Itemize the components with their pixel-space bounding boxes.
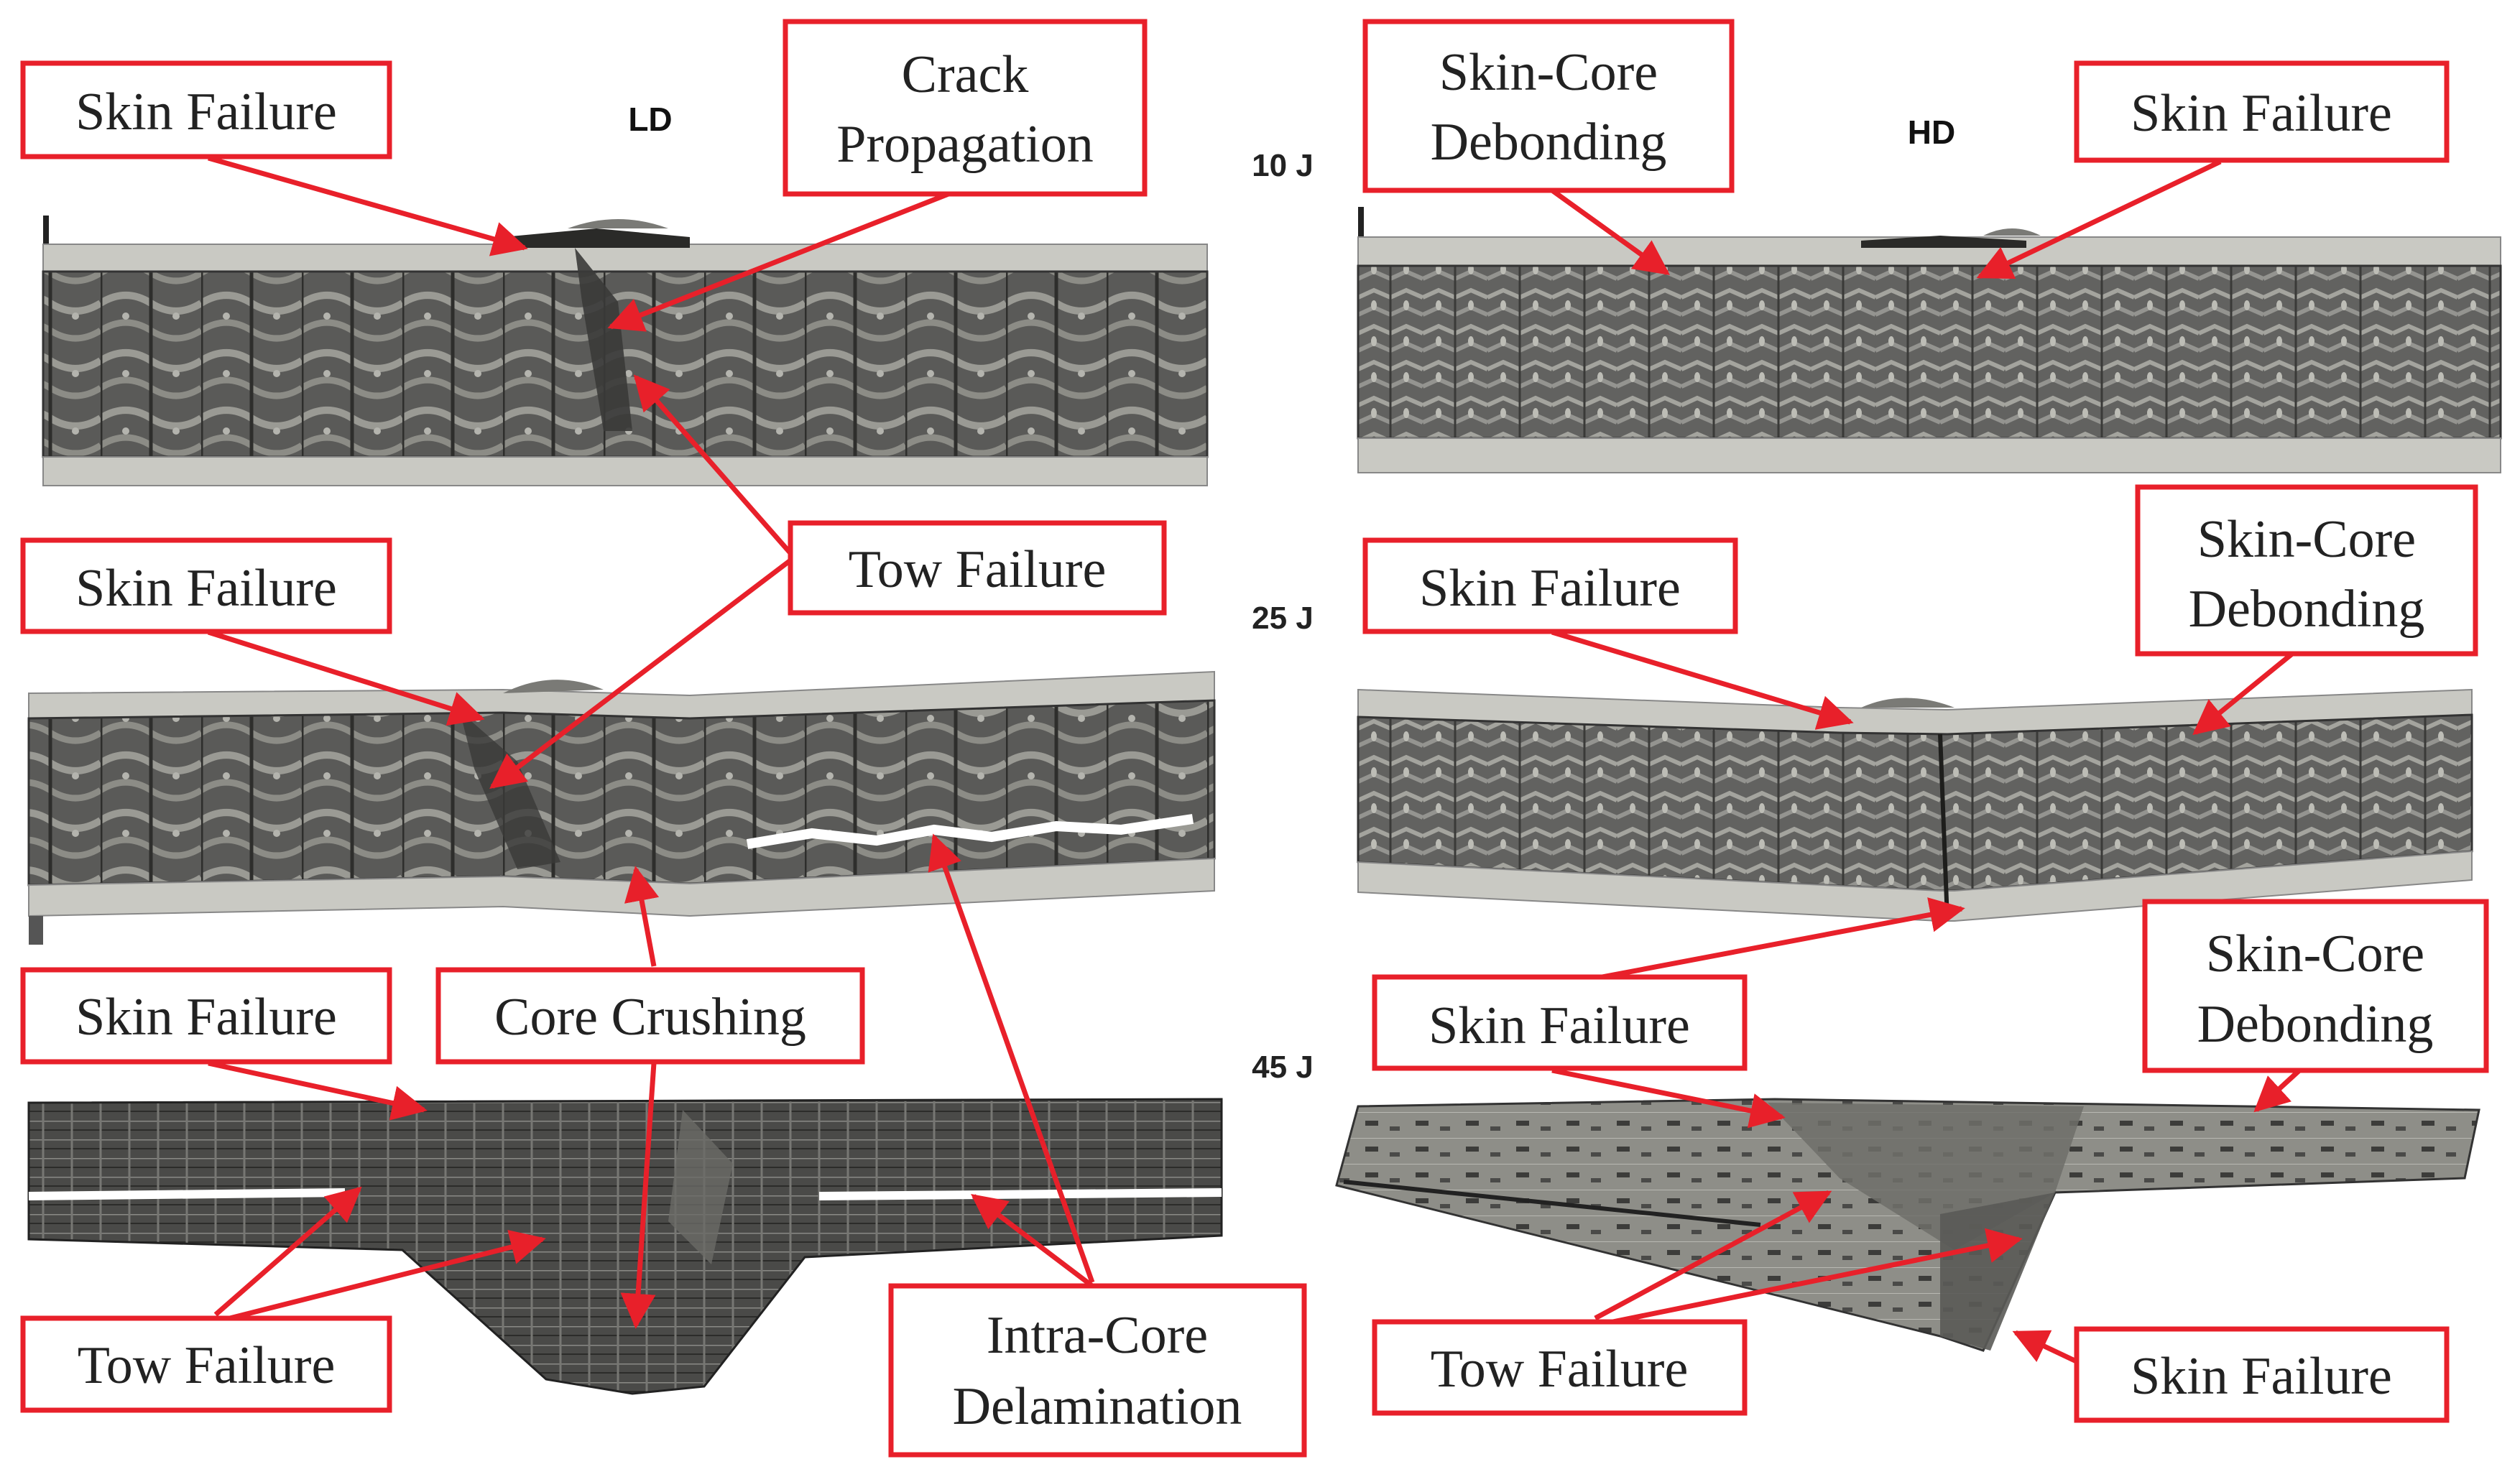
skin-core-debonding-label-line2: Debonding [2197, 995, 2434, 1054]
arrow [1551, 1068, 1786, 1129]
skin-core-debonding-label-line2: Debonding [2189, 580, 2425, 639]
label-box [20, 60, 392, 159]
skin-core-debonding-label-line2: Debonding [1431, 113, 1667, 172]
hd-45j-specimen [1335, 1098, 2480, 1352]
label-box [1362, 19, 1735, 193]
label-box [2074, 60, 2450, 163]
arrow [971, 1194, 1094, 1288]
arrow [624, 866, 660, 967]
arrow [2253, 1068, 2302, 1113]
crack-propagation-label-line2: Propagation [836, 115, 1094, 174]
arrow [620, 1062, 657, 1329]
skin-failure-label: Skin Failure [2131, 1347, 2392, 1406]
annotation-arrows [207, 155, 2302, 1368]
label-box [435, 967, 865, 1065]
hd-10j-specimen [1357, 207, 2502, 473]
arrow [213, 1186, 362, 1317]
tow-failure-label: Tow Failure [849, 540, 1107, 599]
arrow [2012, 1330, 2085, 1368]
energy-level-label: 25 J [1252, 601, 1314, 636]
arrow [208, 1060, 428, 1121]
skin-failure-label: Skin Failure [75, 988, 337, 1047]
skin-core-debonding-label-line1: Skin-Core [2206, 925, 2424, 983]
label-box [20, 537, 392, 634]
energy-level-label: 45 J [1252, 1050, 1314, 1085]
label-box [788, 520, 1167, 616]
arrow [1551, 629, 1854, 730]
label-box [783, 19, 1148, 197]
arrow [1976, 159, 2222, 279]
skin-failure-label: Skin Failure [1429, 996, 1690, 1055]
label-box [888, 1283, 1307, 1458]
skin-failure-label: Skin Failure [2131, 84, 2392, 143]
label-box [1372, 1319, 1748, 1416]
label-box [20, 967, 392, 1065]
arrow [1594, 1190, 1832, 1321]
arrow [1602, 897, 1965, 980]
skin-core-debonding-label-line1: Skin-Core [1439, 43, 1658, 102]
arrow [489, 558, 793, 789]
energy-level-label: 10 J [1252, 148, 1314, 183]
tow-failure-label: Tow Failure [78, 1336, 336, 1395]
hd-25j-specimen [1357, 688, 2473, 922]
arrow [607, 191, 950, 332]
label-box [1372, 974, 1748, 1071]
label-box [1362, 537, 1738, 634]
hd-header: HD [1908, 114, 1955, 151]
skin-failure-label: Skin Failure [75, 559, 337, 618]
core-crushing-label: Core Crushing [494, 988, 806, 1047]
arrow [2192, 652, 2294, 736]
arrow [215, 1230, 546, 1325]
ld-header: LD [628, 101, 672, 138]
ld-45j-specimen [27, 1098, 1223, 1395]
label-box [2142, 899, 2489, 1073]
tow-failure-label: Tow Failure [1431, 1340, 1689, 1399]
ld-10j-specimen [42, 216, 1209, 486]
arrow [208, 155, 528, 256]
label-box [2135, 484, 2478, 657]
crack-propagation-label-line1: Crack [902, 45, 1029, 104]
intra-core-delamination-label-line1: Intra-Core [987, 1306, 1208, 1365]
label-box [2074, 1326, 2450, 1423]
skin-core-debonding-label-line1: Skin-Core [2197, 510, 2416, 569]
arrow [1550, 188, 1670, 275]
label-boxes [20, 19, 2489, 1458]
arrow [207, 629, 485, 726]
label-box [20, 1315, 392, 1413]
skin-failure-label: Skin Failure [75, 83, 337, 142]
arrow [1594, 1228, 2023, 1328]
arrow [633, 374, 793, 555]
skin-failure-label: Skin Failure [1419, 559, 1681, 618]
arrow [928, 833, 1095, 1284]
ld-25j-specimen [27, 670, 1216, 945]
intra-core-delamination-label-line2: Delamination [953, 1377, 1242, 1436]
